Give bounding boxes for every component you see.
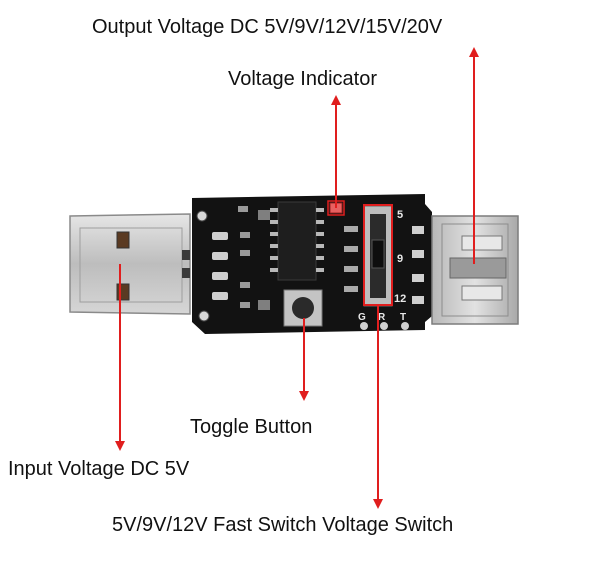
silk-t: T: [400, 312, 406, 323]
indicator-highlight-box: [327, 200, 345, 216]
silk-r: R: [378, 312, 386, 323]
usb-a-plug: [69, 213, 191, 315]
output-voltage-label: Output Voltage DC 5V/9V/12V/15V/20V: [92, 16, 443, 38]
silk-g: G: [358, 312, 366, 323]
voltage-indicator-label: Voltage Indicator: [228, 68, 377, 90]
silk-12v: 12: [394, 293, 406, 305]
toggle-button-label: Toggle Button: [190, 416, 313, 438]
annotation-arrows: [115, 47, 479, 509]
pcb-board: 5 9 12 G R T: [192, 194, 432, 334]
input-voltage-label: Input Voltage DC 5V: [8, 458, 190, 480]
fast-switch-label: 5V/9V/12V Fast Switch Voltage Switch: [112, 514, 454, 536]
silk-9v: 9: [397, 253, 403, 265]
silk-5v: 5: [397, 209, 403, 221]
